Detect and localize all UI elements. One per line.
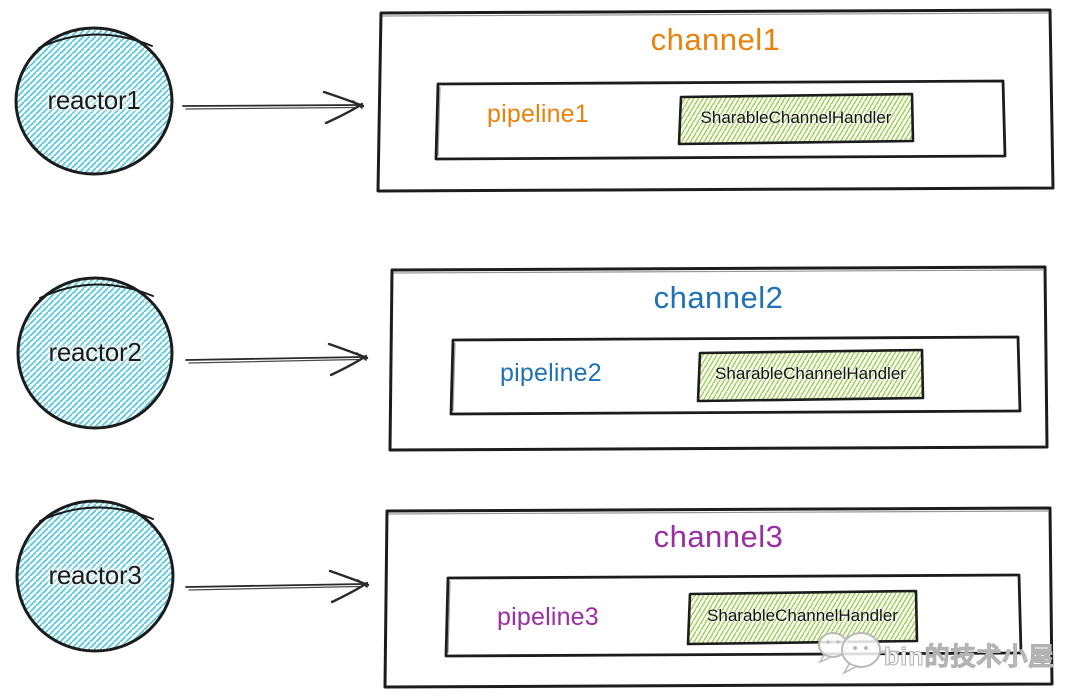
pipeline1-label: pipeline1	[487, 100, 589, 128]
reactor1-label: reactor1	[47, 85, 141, 115]
channel3-title: channel3	[653, 519, 784, 554]
reactor1-circle	[14, 26, 174, 176]
pipeline2-box	[449, 335, 1022, 416]
pipeline1-box	[434, 79, 1007, 161]
flow-arrow-2	[185, 342, 369, 377]
handler3-label: SharableChannelHandler	[707, 606, 898, 625]
handler1-label: SharableChannelHandler	[700, 108, 892, 127]
watermark-text: bin的技术小屋	[884, 643, 1055, 672]
handler2-box	[696, 348, 925, 403]
pipeline3-box	[444, 573, 1023, 658]
flow-arrow-3	[185, 569, 370, 604]
reactor3-circle	[15, 499, 175, 653]
handler1-box	[677, 92, 915, 146]
channel3-box	[383, 506, 1054, 689]
pipeline3-label: pipeline3	[497, 603, 599, 631]
wechat-chat-bubbles-icon	[818, 632, 899, 675]
handler3-box	[686, 589, 919, 646]
channel1-box	[376, 8, 1055, 193]
channel2-box	[388, 265, 1049, 452]
channel2-title: channel2	[653, 280, 784, 315]
reactor3-label: reactor3	[48, 560, 142, 590]
channel1-title: channel1	[650, 22, 781, 57]
handler2-label: SharableChannelHandler	[715, 364, 906, 383]
reactor2-circle	[16, 276, 174, 430]
flow-arrow-1	[182, 90, 365, 125]
reactor2-label: reactor2	[48, 337, 142, 367]
pipeline2-label: pipeline2	[500, 359, 602, 387]
